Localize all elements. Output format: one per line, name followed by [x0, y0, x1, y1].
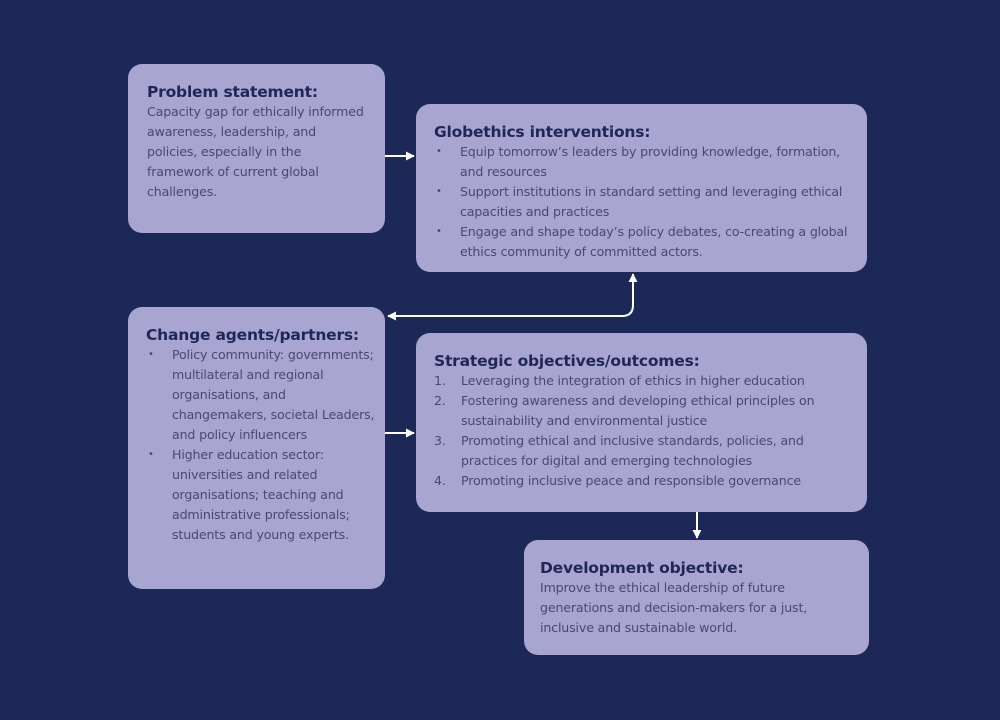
number-marker: 1. — [434, 373, 446, 388]
development-objective-box: Development objective: Improve the ethic… — [524, 540, 869, 655]
development-objective-text: Improve the ethical leadership of future… — [540, 580, 808, 635]
list-item-text: Support institutions in standard setting… — [460, 184, 843, 219]
list-item-text: Leveraging the integration of ethics in … — [461, 373, 805, 388]
list-item-text: Fostering awareness and developing ethic… — [461, 393, 815, 428]
list-item-text: Policy community: governments; multilate… — [172, 347, 375, 442]
bullet-icon: • — [436, 146, 442, 157]
list-item: 4. Promoting inclusive peace and responsi… — [434, 471, 859, 491]
list-item-text: Promoting ethical and inclusive standard… — [461, 433, 804, 468]
change-agents-title: Change agents/partners: — [146, 326, 359, 344]
list-item: • Policy community: governments; multilat… — [146, 345, 377, 445]
list-item-text: Equip tomorrow’s leaders by providing kn… — [460, 144, 841, 179]
list-item: 1. Leveraging the integration of ethics i… — [434, 371, 859, 391]
number-marker: 2. — [434, 393, 446, 408]
list-item: • Support institutions in standard settin… — [434, 182, 857, 222]
list-item-text: Higher education sector: universities an… — [172, 447, 350, 542]
problem-statement-text: Capacity gap for ethically informed awar… — [147, 104, 364, 199]
bullet-icon: • — [436, 186, 442, 197]
strategic-objectives-box: Strategic objectives/outcomes: 1. Leverag… — [416, 333, 867, 512]
change-agents-list: • Policy community: governments; multilat… — [146, 345, 377, 545]
bullet-icon: • — [148, 349, 154, 360]
list-item: 2. Fostering awareness and developing eth… — [434, 391, 859, 431]
bullet-icon: • — [436, 226, 442, 237]
list-item: • Higher education sector: universities a… — [146, 445, 377, 545]
list-item-text: Engage and shape today’s policy debates,… — [460, 224, 848, 259]
interventions-box: Globethics interventions: • Equip tomorro… — [416, 104, 867, 272]
interventions-title: Globethics interventions: — [434, 123, 651, 141]
number-marker: 4. — [434, 473, 446, 488]
list-item: • Engage and shape today’s policy debates… — [434, 222, 857, 262]
problem-statement-title: Problem statement: — [147, 83, 318, 101]
list-item: 3. Promoting ethical and inclusive standa… — [434, 431, 859, 471]
interventions-list: • Equip tomorrow’s leaders by providing k… — [434, 142, 857, 262]
change-agents-box: Change agents/partners: • Policy communit… — [128, 307, 385, 589]
number-marker: 3. — [434, 433, 446, 448]
strategic-objectives-list: 1. Leveraging the integration of ethics i… — [434, 371, 859, 491]
problem-statement-box: Problem statement: Capacity gap for ethi… — [128, 64, 385, 233]
arrow-interventions-agents — [387, 273, 638, 321]
bullet-icon: • — [148, 449, 154, 460]
list-item-text: Promoting inclusive peace and responsibl… — [461, 473, 801, 488]
strategic-objectives-title: Strategic objectives/outcomes: — [434, 352, 700, 370]
list-item: • Equip tomorrow’s leaders by providing k… — [434, 142, 857, 182]
development-objective-title: Development objective: — [540, 559, 744, 577]
